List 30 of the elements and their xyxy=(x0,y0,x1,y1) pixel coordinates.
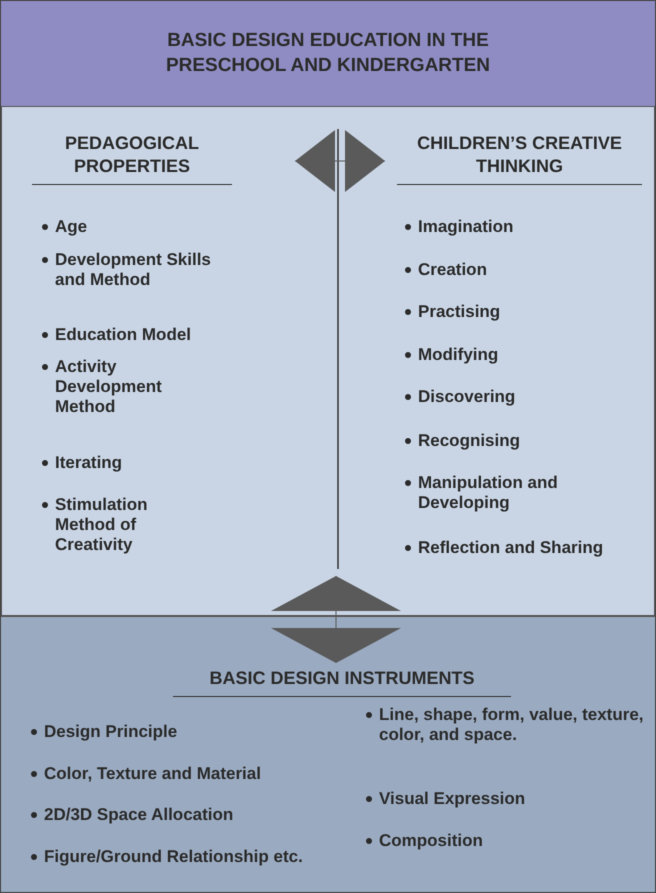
list-item: Composition xyxy=(366,831,654,851)
header-band xyxy=(1,1,655,106)
panel xyxy=(1,616,655,892)
list-item: Color, Texture and Material xyxy=(31,764,344,784)
band-title: BASIC DESIGN EDUCATION IN THE PRESCHOOL AND KINDERGARTEN xyxy=(164,29,492,78)
double-arrow xyxy=(271,576,401,664)
section-heading: BASIC DESIGN INSTRUMENTS xyxy=(173,667,511,697)
panel xyxy=(1,106,655,616)
list-item: Iterating xyxy=(42,453,255,473)
list-item: Visual Expression xyxy=(366,789,654,809)
list-item: Practising xyxy=(405,302,655,322)
list-item: Creation xyxy=(405,260,655,280)
list-item: Stimulation Method of Creativity xyxy=(42,495,185,555)
double-arrow xyxy=(294,130,386,192)
section-heading: CHILDREN’S CREATIVE THINKING xyxy=(397,132,642,185)
list-item: Activity Development Method xyxy=(42,357,205,417)
list-item: Education Model xyxy=(42,325,255,345)
list-item: Discovering xyxy=(405,387,655,407)
list-item: Figure/Ground Relationship etc. xyxy=(31,847,354,867)
list-item: Manipulation and Developing xyxy=(405,473,648,513)
list-item: 2D/3D Space Allocation xyxy=(31,805,344,825)
section-heading: PEDAGOGICAL PROPERTIES xyxy=(32,132,232,185)
list-item: Line, shape, form, value, texture, color, and space. xyxy=(366,705,654,745)
list-item: Development Skills and Method xyxy=(42,250,225,290)
list-item: Age xyxy=(42,217,255,237)
list-item: Imagination xyxy=(405,217,655,237)
list-item: Reflection and Sharing xyxy=(405,538,655,558)
list-item: Design Principle xyxy=(31,722,344,742)
list-item: Modifying xyxy=(405,345,655,365)
list-item: Recognising xyxy=(405,431,655,451)
